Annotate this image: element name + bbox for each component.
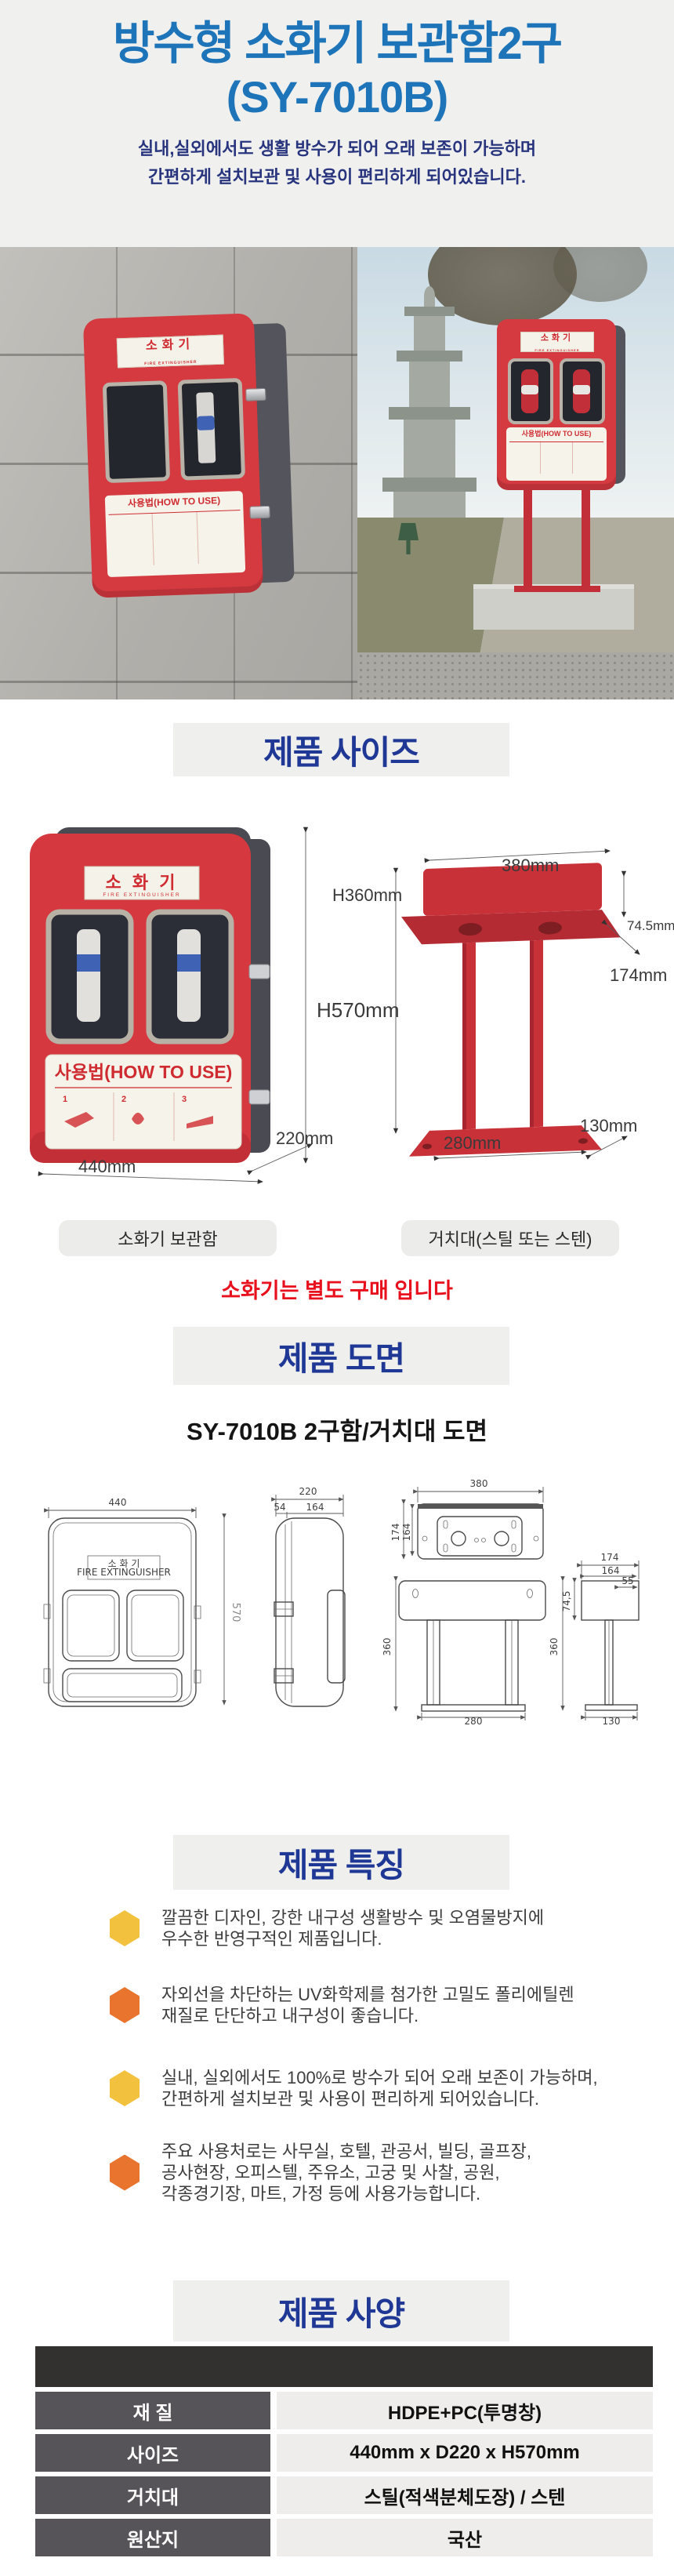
dim-stand-height: H360mm [332,885,403,905]
cabinet-size-illustration: 소 화 기 FIRE EXTINGUISHER 사용법(HOW TO USE) … [30,827,270,1163]
stand-base [514,586,600,592]
svg-text:164: 164 [401,1524,412,1542]
svg-text:FIRE EXTINGUISHER: FIRE EXTINGUISHER [77,1567,171,1578]
svg-text:360: 360 [382,1638,393,1656]
gravel [357,652,674,699]
stone-pagoda [375,286,484,553]
drawing-stand-side-view: 174 164 74,5 55 360 130 [549,1552,640,1725]
spec-label: 재 질 [35,2392,270,2429]
dim-width: 440mm [78,1157,136,1176]
dim-stand-lip: 74.5mm [627,918,674,933]
table-row: 거치대 스틸(적색분체도장) / 스텐 [35,2476,653,2514]
svg-text:220: 220 [299,1486,317,1497]
section-title-size: 제품 사이즈 [173,723,509,776]
spec-value: 440mm x D220 x H570mm [277,2434,653,2472]
dim-stand-base-depth: 130mm [580,1116,638,1135]
spec-label: 사이즈 [35,2434,270,2472]
page-subtitle: 실내,실외에서도 생활 방수가 되어 오래 보존이 가능하며 간편하게 설치보관… [137,139,537,187]
svg-text:130: 130 [603,1716,621,1725]
size-diagram-art: 소 화 기 FIRE EXTINGUISHER 사용법(HOW TO USE) … [30,827,640,1184]
hexagon-bullet-icon [110,2070,140,2106]
feature-item: 실내, 실외에서도 100%로 방수가 되어 오래 보존이 가능하며, 간편하게… [110,2067,611,2109]
svg-text:440: 440 [109,1497,127,1508]
svg-text:174: 174 [390,1524,401,1542]
feature-text: 깔끔한 디자인, 강한 내구성 생활방수 및 오염물방지에 우수한 반영구적인 … [161,1908,545,1949]
stand-cabinet-illustration: 소화기 FIRE EXTINGUISHER 사용법(HOW TO USE) [497,319,625,490]
section-title-features: 제품 특징 [173,1835,509,1890]
svg-text:174: 174 [601,1552,619,1563]
svg-text:54: 54 [274,1502,285,1513]
svg-text:소 화 기: 소 화 기 [106,873,179,892]
svg-text:164: 164 [602,1565,620,1576]
cabinet-sublabel: FIRE EXTINGUISHER [144,359,197,367]
spec-table-header [35,2346,653,2387]
svg-text:소 화 기: 소 화 기 [108,1558,140,1569]
spec-label: 원산지 [35,2519,270,2556]
feature-text: 자외선을 차단하는 UV화학제를 첨가한 고밀도 폴리에틸렌 재질로 단단하고 … [161,1985,574,2026]
hexagon-bullet-icon [110,2154,140,2191]
header: 방수형 소화기 보관함2구 (SY-7010B) 실내,실외에서도 생활 방수가… [0,0,674,247]
feature-item: 자외선을 차단하는 UV화학제를 첨가한 고밀도 폴리에틸렌 재질로 단단하고 … [110,1984,611,2026]
section-title-specs: 제품 사양 [173,2280,509,2342]
svg-text:570: 570 [230,1603,241,1622]
caption-stand: 거치대(스틸 또는 스텐) [401,1220,619,1256]
spec-value: 스틸(적색분체도장) / 스텐 [277,2476,653,2514]
latch-icon [245,387,266,401]
svg-text:2: 2 [121,1095,126,1104]
table-row: 원산지 국산 [35,2519,653,2556]
feature-item: 깔끔한 디자인, 강한 내구성 생활방수 및 오염물방지에 우수한 반영구적인 … [110,1907,611,1949]
feature-item: 주요 사용처로는 사무실, 호텔, 관공서, 빌딩, 골프장, 공사현장, 오피… [110,2141,611,2204]
latch-icon [249,505,270,519]
dim-stand-depth: 174mm [610,965,668,985]
dim-stand-base-width: 280mm [444,1133,502,1153]
stand-leg [524,482,532,589]
product-photos: 소화기 FIRE EXTINGUISHER 사용법(HOW TO USE) [0,247,674,699]
stand-dimension-arrows [393,848,640,1161]
table-row: 재 질 HDPE+PC(투명창) [35,2392,653,2429]
stand-size-illustration [401,863,621,1157]
svg-text:1: 1 [63,1095,67,1104]
technical-drawing: 소 화 기 FIRE EXTINGUISHER 440 570 [43,1478,640,1725]
feature-text: 주요 사용처로는 사무실, 호텔, 관공서, 빌딩, 골프장, 공사현장, 오피… [161,2142,532,2204]
hexagon-bullet-icon [110,1987,140,2023]
purchase-note: 소화기는 별도 구매 입니다 [221,1279,453,1303]
tree-foliage [553,247,647,302]
page-title-line2: (SY-7010B) [226,72,449,122]
svg-text:3: 3 [182,1095,187,1104]
stand-leg [582,482,590,589]
svg-text:사용법(HOW TO USE): 사용법(HOW TO USE) [55,1062,233,1082]
cabinet-dimension-arrows [38,827,313,1184]
svg-text:380: 380 [470,1478,488,1489]
spec-value: 국산 [277,2519,653,2556]
drawing-caption: SY-7010B 2구함/거치대 도면 [186,1418,488,1445]
svg-text:164: 164 [306,1502,324,1513]
svg-text:FIRE EXTINGUISHER: FIRE EXTINGUISHER [103,892,180,898]
table-row: 사이즈 440mm x D220 x H570mm [35,2434,653,2472]
wall-cabinet-illustration: 소화기 FIRE EXTINGUISHER 사용법(HOW TO USE) [82,313,295,598]
page-title-line1: 방수형 소화기 보관함2구 [112,18,563,69]
svg-text:360: 360 [549,1638,560,1656]
dim-height: H570mm [317,998,400,1022]
drawing-stand-front-view: 360 280 [382,1576,546,1725]
drawing-front-view: 소 화 기 FIRE EXTINGUISHER 440 570 [43,1497,241,1707]
howto-label: 사용법(HOW TO USE) [127,494,221,510]
photo-wall-mounted: 소화기 FIRE EXTINGUISHER 사용법(HOW TO USE) [0,247,357,699]
section-title-drawing: 제품 도면 [173,1327,509,1385]
cabinet-label: 소화기 [145,337,195,354]
dim-depth: 220mm [276,1128,334,1148]
caption-cabinet: 소화기 보관함 [59,1220,277,1256]
dim-stand-top: 380mm [502,856,560,875]
svg-text:55: 55 [621,1575,633,1586]
hexagon-bullet-icon [110,1910,140,1946]
drawing-bracket-top-view: 380 174 164 [390,1478,544,1560]
photo-stand-mounted: 소화기 FIRE EXTINGUISHER 사용법(HOW TO USE) [357,247,674,699]
size-diagram: 소 화 기 FIRE EXTINGUISHER 사용법(HOW TO USE) … [0,819,674,1192]
drawing-side-view: 220 54 164 [271,1486,346,1707]
spec-value: HDPE+PC(투명창) [277,2392,653,2429]
spec-label: 거치대 [35,2476,270,2514]
svg-text:280: 280 [465,1716,483,1725]
feature-text: 실내, 실외에서도 100%로 방수가 되어 오래 보존이 가능하며, 간편하게… [161,2068,598,2109]
